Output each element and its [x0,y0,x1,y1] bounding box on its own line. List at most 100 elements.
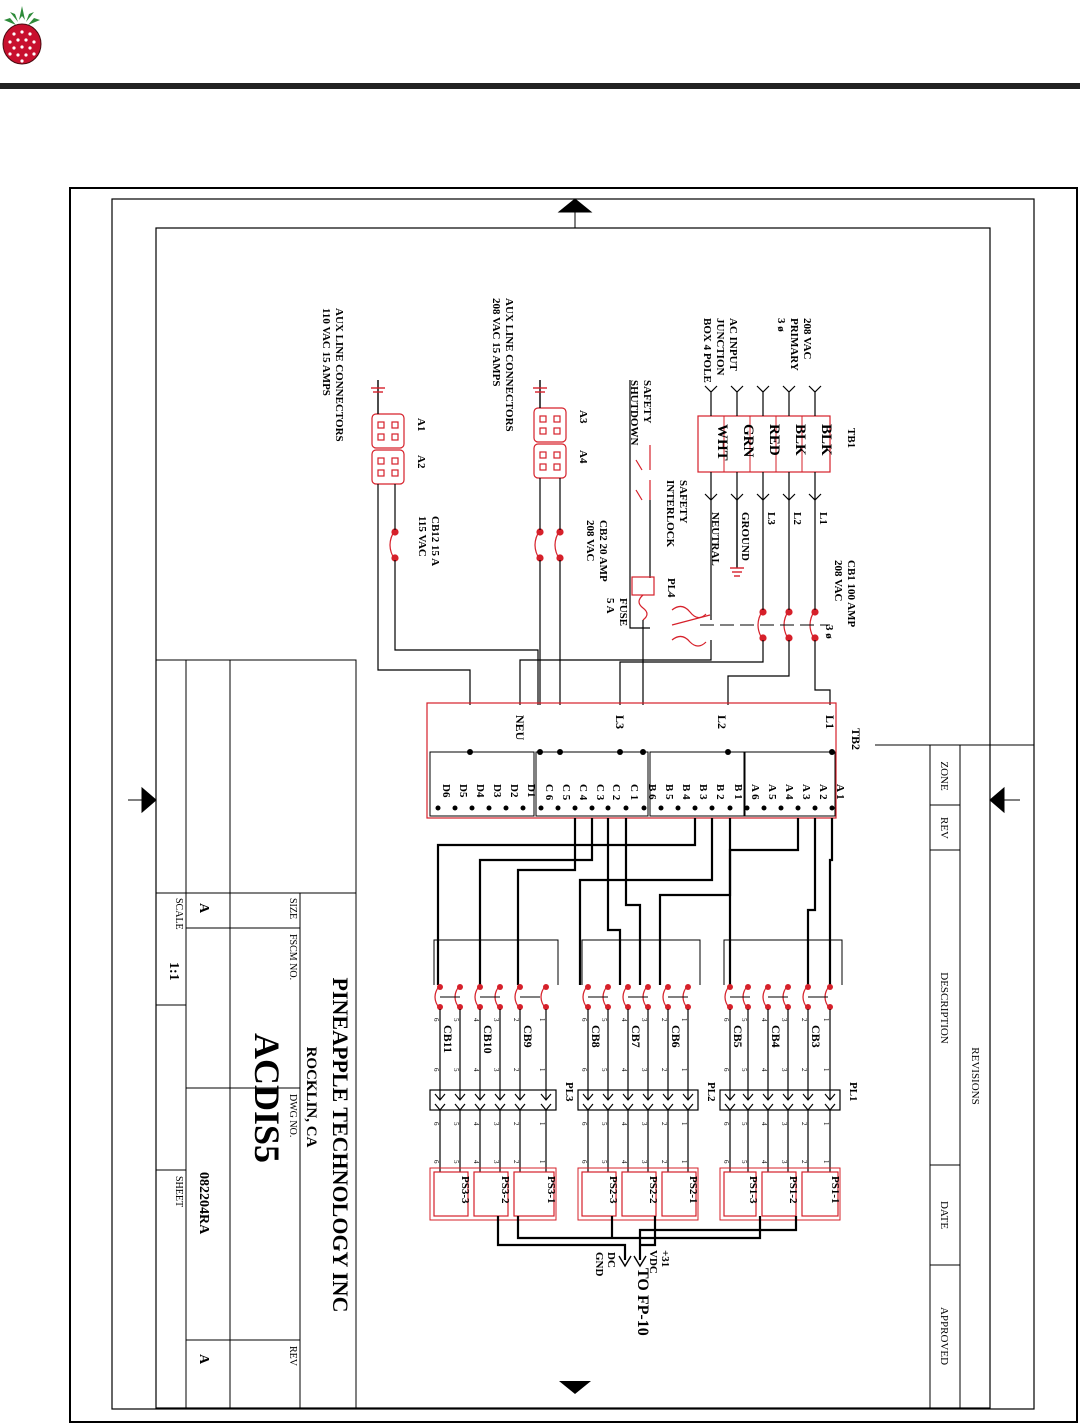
breaker-pin-label: 4 [620,1018,628,1022]
line-l1-label: L1 [817,512,829,525]
tb2-terminal-label: B 5 [663,784,675,800]
supply-pin-label: 5 [740,1160,748,1164]
tb2-terminal-dot [486,805,492,811]
breaker-terminal [645,984,651,990]
tb2-terminal-label: C 3 [594,784,606,801]
breaker-terminal [685,1004,691,1010]
breaker-terminal [645,1004,651,1010]
breaker-group-bracket [723,939,843,985]
fuse-symbol [638,594,648,621]
breaker-pin-label: 1 [538,1068,546,1072]
tb2-feed-dot [557,749,563,755]
a4-label: A4 [577,450,589,464]
tb2-terminal-label: D4 [474,784,486,798]
pl4-label: PL4 [665,578,677,598]
dwg-number: 082204RA [196,1172,211,1235]
breaker-terminal [477,1004,483,1010]
breaker-terminal [665,984,671,990]
ac-input-line-6: BOX 4 POLE [701,318,713,383]
breaker-pin-label: 5 [452,1068,460,1072]
tb2-terminal-dot [538,805,544,811]
size-label: SIZE [287,898,298,919]
breaker-pin-label: 2 [512,1068,520,1072]
breaker-terminal [457,1004,463,1010]
breaker-group-bracket [433,939,559,985]
breaker-pin-label: 5 [600,1068,608,1072]
rev-label: REV [287,1346,298,1367]
supply-pin-label: 6 [722,1160,730,1164]
tb2-terminals: A 1A 2A 3A 4A 5A 6B 1B 2B 3B 4B 5B 6C 1C… [435,749,846,811]
pl4-connector [631,576,655,596]
plug-body [429,1089,557,1111]
breaker-terminal [805,984,811,990]
breaker-terminal [727,984,733,990]
plug-pin-label: 1 [680,1122,688,1126]
supply-pin-label: 5 [600,1160,608,1164]
tb2-terminal-dot [520,805,526,811]
breaker-terminal [585,984,591,990]
tb1-color-blk-1: BLK [818,424,834,456]
power-supply-label: PS3-2 [499,1176,511,1204]
line-neutral-label: NEUTRAL [709,512,721,566]
fuse-label-1: FUSE [617,598,629,626]
tb2-group-l1: L1 [823,715,837,729]
breaker-label: CB10 [481,1025,495,1054]
rev-col-date: DATE [938,1201,950,1229]
plug-pin-label: 6 [432,1122,440,1126]
plug-pin-label: 4 [760,1122,768,1126]
breaker-terminal [585,1004,591,1010]
tb2-terminal-label: D3 [491,784,503,798]
company-name: PINEAPPLE TECHNOLOGY INC [328,978,353,1313]
breaker-pin-label: 4 [760,1018,768,1022]
output-neg-1: DC [605,1252,617,1268]
tb2-terminal-label: B 6 [646,784,658,800]
breaker-pin-label: 6 [580,1068,588,1072]
tb2-terminal-label: B 2 [714,784,726,800]
aux-grounds [371,380,547,414]
supply-pin-label: 1 [538,1160,546,1164]
breaker-pin-label: 2 [800,1018,808,1022]
tb2-terminal-dot [709,805,715,811]
tb2-title: TB2 [849,728,863,750]
cb1-label-1: CB1 100 AMP [845,560,857,628]
breaker-label: CB11 [441,1025,455,1053]
tb2-group-l2: L2 [715,715,729,729]
power-supply-label: PS1-3 [747,1176,759,1204]
ac-input-line-1: 208 VAC [801,318,813,360]
safety-interlock-1: SAFETY [677,480,689,523]
tb2-feed-dot [640,749,646,755]
fuse-label-2: 5 A [604,598,616,614]
breaker-pin-label: 2 [660,1018,668,1022]
breaker-label: CB6 [669,1025,683,1048]
breaker-pin-label: 1 [680,1068,688,1072]
ac-input-line-4: AC INPUT [727,318,739,372]
output-pos-1: +31 [659,1250,671,1267]
power-supply-box [661,1171,697,1217]
power-supply-label: PS3-3 [459,1176,471,1204]
breaker-label: CB4 [769,1025,783,1048]
tb2-group-frames [429,751,836,817]
a2-label: A2 [415,455,427,469]
output-neg-2: GND [593,1252,605,1277]
breaker-terminal [785,984,791,990]
tb2-terminal-dot [812,805,818,811]
size-value: A [196,903,211,914]
breaker-array: 112233445566CB3CB4CB5112233445566CB6CB7C… [432,939,843,1100]
outer-border [69,187,1078,1423]
plug-pin-label: 3 [492,1122,500,1126]
plug-pin-label: 4 [620,1122,628,1126]
breaker-pin-label: 6 [432,1068,440,1072]
tb2-terminal-dot [727,805,733,811]
aux208-line-1: AUX LINE CONNECTORS [503,298,515,432]
tb2-terminal-dot [435,805,441,811]
tb2-group-neu: NEU [513,715,527,741]
scale-label: SCALE [173,898,184,930]
tb2-terminal-dot [452,805,458,811]
output-wires [496,1216,798,1260]
feeder-wires [519,500,831,705]
tb1-dividers [723,416,803,472]
breaker-pin-label: 3 [780,1068,788,1072]
breaker-pin-label: 1 [680,1018,688,1022]
